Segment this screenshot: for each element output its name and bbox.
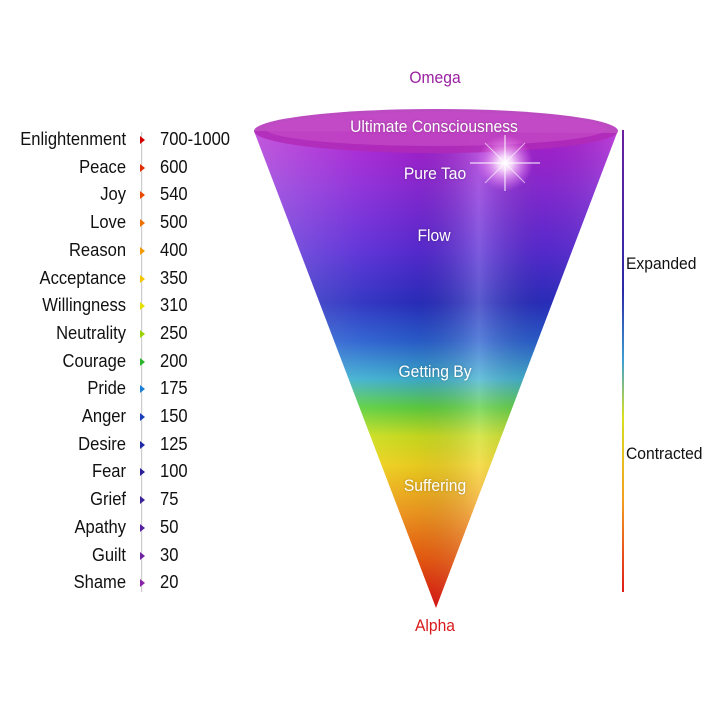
level-value: 350 xyxy=(160,267,188,288)
contracted-label: Contracted xyxy=(626,444,703,463)
level-marker-icon xyxy=(140,191,145,200)
level-marker-icon xyxy=(140,302,145,311)
level-marker-icon xyxy=(140,246,145,255)
cone-label-getting-by: Getting By xyxy=(398,362,472,381)
level-marker-icon xyxy=(140,523,145,532)
level-marker-icon xyxy=(140,136,145,144)
level-name: Anger xyxy=(81,406,126,426)
level-value: 125 xyxy=(160,433,188,454)
level-marker-icon xyxy=(140,385,145,394)
level-value: 20 xyxy=(160,572,179,593)
level-marker-icon xyxy=(140,440,145,449)
cone-label-ultimate-consciousness: Ultimate Consciousness xyxy=(350,117,518,136)
expanded-label: Expanded xyxy=(626,254,697,273)
level-value: 50 xyxy=(160,516,179,537)
level-marker-icon xyxy=(140,579,145,588)
level-value: 600 xyxy=(160,156,188,177)
cone-label-suffering: Suffering xyxy=(403,476,467,495)
level-value: 75 xyxy=(160,489,179,510)
level-name: Grief xyxy=(90,489,126,510)
level-name: Neutrality xyxy=(56,322,126,343)
cone-label-flow: Flow xyxy=(417,226,451,245)
level-name: Desire xyxy=(78,433,126,454)
level-marker-icon xyxy=(140,413,145,421)
level-name: Fear xyxy=(91,461,126,482)
level-value: 250 xyxy=(160,322,188,343)
level-name: Reason xyxy=(68,239,126,260)
level-marker-icon xyxy=(140,496,145,505)
alpha-label: Alpha xyxy=(414,616,456,635)
level-value: 200 xyxy=(160,350,188,371)
level-value: 500 xyxy=(160,212,188,233)
level-value: 30 xyxy=(160,544,179,565)
cone-shading xyxy=(254,131,617,608)
level-marker-icon xyxy=(140,468,145,477)
level-value: 310 xyxy=(160,295,188,316)
level-marker-icon xyxy=(140,163,145,172)
level-name: Courage xyxy=(62,350,126,371)
level-name: Love xyxy=(90,212,126,233)
level-marker-icon xyxy=(140,357,145,366)
level-marker-icon xyxy=(140,551,145,560)
level-value: 175 xyxy=(160,378,188,399)
omega-label: Omega xyxy=(409,68,461,87)
level-marker-icon xyxy=(140,329,145,338)
side-scale-line xyxy=(622,130,624,592)
level-name: Apathy xyxy=(74,516,126,537)
level-marker-icon xyxy=(140,219,145,228)
level-marker-icon xyxy=(140,274,145,283)
cone-label-pure-tao: Pure Tao xyxy=(403,164,467,183)
level-value: 100 xyxy=(160,461,188,482)
level-name: Joy xyxy=(100,184,126,205)
level-name: Enlightenment xyxy=(20,129,126,149)
level-name: Willingness xyxy=(42,295,126,316)
level-name: Peace xyxy=(79,156,126,177)
level-value: 700-1000 xyxy=(160,129,230,149)
level-name: Acceptance xyxy=(39,267,126,288)
level-value: 400 xyxy=(160,239,188,260)
level-value: 150 xyxy=(160,406,188,426)
level-value: 540 xyxy=(160,184,188,205)
level-name: Pride xyxy=(87,378,126,399)
level-name: Shame xyxy=(73,572,126,593)
level-name: Guilt xyxy=(91,544,126,565)
